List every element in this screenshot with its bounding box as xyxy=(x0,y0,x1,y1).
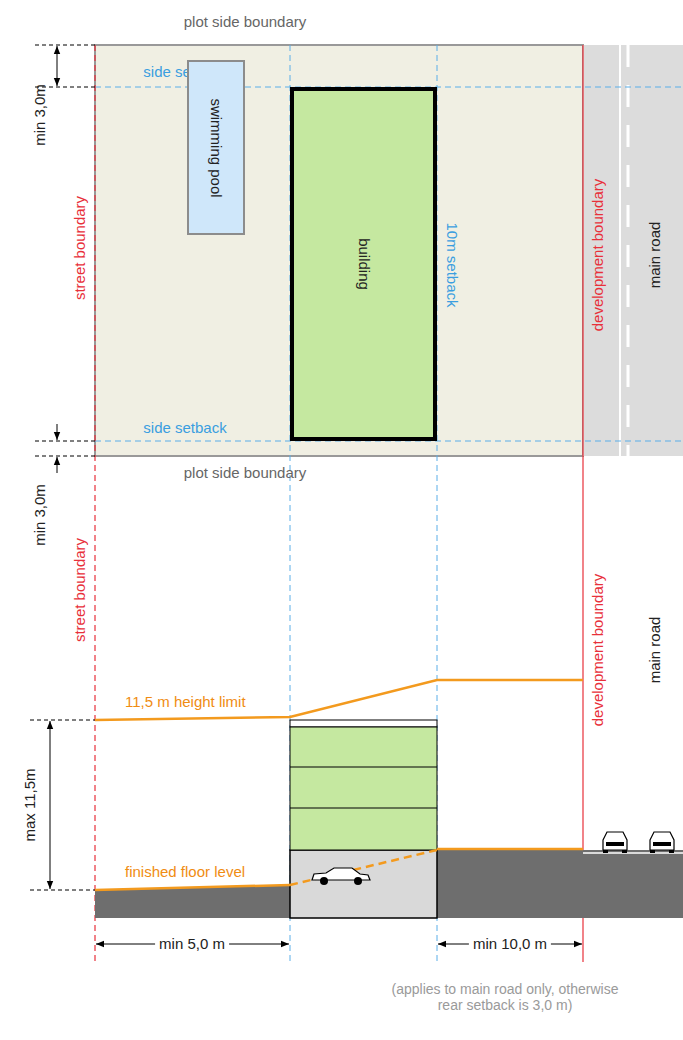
height-limit-label: 11,5 m height limit xyxy=(125,693,246,710)
dim-leader xyxy=(35,45,95,46)
floor-level-label: finished floor level xyxy=(125,863,245,880)
dimension-label: min 10,0 m xyxy=(469,935,551,952)
floor-level-line xyxy=(95,885,290,890)
setback-label: 10m setback xyxy=(443,222,460,307)
floor-level-line xyxy=(437,848,583,851)
note: (applies to main road only, otherwise re… xyxy=(389,981,621,1013)
floor-slab xyxy=(290,808,437,809)
floors xyxy=(290,727,437,850)
height-limit-line xyxy=(95,680,583,720)
dimension-label: min 3,0m xyxy=(31,84,48,146)
floor-slab xyxy=(290,767,437,768)
street-boundary-line xyxy=(94,45,95,962)
lane-marking xyxy=(627,45,630,456)
roof xyxy=(290,720,437,727)
dim-leader xyxy=(35,441,95,442)
boundary-label: development boundary xyxy=(589,574,606,727)
boundary-label: street boundary xyxy=(71,196,88,300)
dim-leader xyxy=(30,720,95,721)
boundary-label: street boundary xyxy=(71,538,88,642)
car xyxy=(650,832,674,853)
floor-level-ramp xyxy=(290,850,437,885)
boundary-label: development boundary xyxy=(589,179,606,332)
dim-arrow xyxy=(57,457,58,473)
road-label: main road xyxy=(646,617,663,684)
dimension-label: min 5,0 m xyxy=(155,935,229,952)
plot xyxy=(95,45,583,456)
ground xyxy=(95,850,683,918)
dim-arrow xyxy=(57,424,58,440)
setback-label: side setback xyxy=(143,419,226,436)
car xyxy=(603,832,627,853)
road-plan xyxy=(583,45,683,456)
boundary-label: plot side boundary xyxy=(184,464,307,481)
swimming-pool: swimming pool xyxy=(187,60,245,235)
dim-arrow xyxy=(57,46,58,86)
development-boundary-line xyxy=(582,45,583,962)
basement xyxy=(290,850,437,918)
dimension-label: max 11,5m xyxy=(21,768,38,841)
dim-arrow xyxy=(50,721,51,889)
boundary-label: plot side boundary xyxy=(184,13,307,30)
dim-leader xyxy=(35,456,95,457)
road-surface xyxy=(583,852,683,854)
node-label: swimming pool xyxy=(208,98,225,197)
dimension-label: min 3,0m xyxy=(31,484,48,546)
node-label: building xyxy=(355,238,372,290)
lane-edge xyxy=(619,45,621,456)
road-label: main road xyxy=(646,222,663,289)
dim-leader xyxy=(30,890,95,891)
building-footprint: building xyxy=(290,87,437,441)
car xyxy=(312,868,370,885)
